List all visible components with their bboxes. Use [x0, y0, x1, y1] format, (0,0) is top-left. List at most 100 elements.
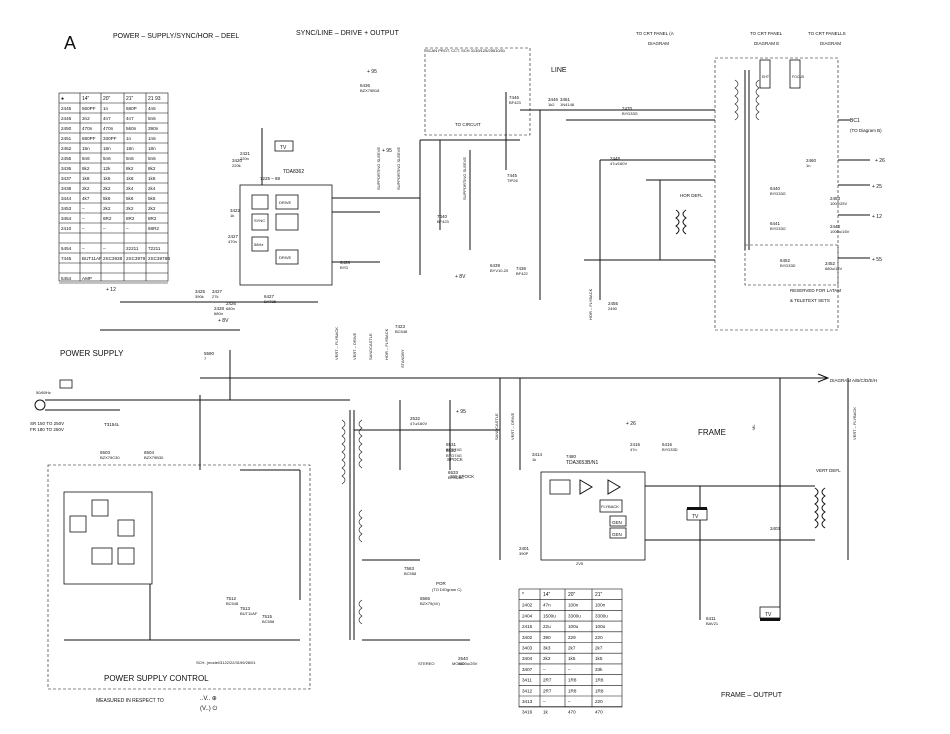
table-left-cell: 1n	[103, 106, 109, 111]
component-id: 7512	[226, 596, 237, 601]
component-value: BYD74G	[446, 447, 462, 452]
table-left-cell: 8R2	[126, 216, 135, 221]
table-left-cell: 2k2	[103, 206, 111, 211]
table-left-cell: 4n5	[148, 106, 156, 111]
component-value: 1500u/25V	[458, 661, 478, 666]
component-id: 7445	[507, 173, 518, 178]
table-left-cell: 7445	[61, 256, 72, 261]
component-value: BYD33D	[780, 263, 796, 268]
component-id: 3446	[548, 97, 559, 102]
table-right-cell: 2404	[522, 613, 533, 618]
component-value: BC548	[226, 601, 239, 606]
title-sync-line-drive: SYNC/LINE – DRIVE + OUTPUT	[296, 30, 400, 37]
title-line: LINE	[551, 67, 567, 74]
title-frame-output: FRAME – OUTPUT	[721, 692, 783, 699]
title-power-sync-hor: POWER – SUPPLY/SYNC/HOR – DEEL	[113, 33, 239, 40]
table-right-cell: 3411	[522, 678, 532, 683]
component-id: 6428	[340, 260, 351, 265]
table-right-cell: 3k3	[543, 646, 551, 651]
component-id: 2428	[214, 306, 225, 311]
component-value: 47u/160V	[610, 161, 627, 166]
table-right-cell: 100n	[595, 603, 606, 608]
title-power-supply: POWER SUPPLY	[60, 349, 124, 358]
hor-deflection-coil: HOR DEFL	[675, 193, 703, 235]
table-left-header: 20"	[103, 96, 111, 102]
table-left-cell: 2451	[61, 136, 72, 141]
component-id: 2448	[610, 156, 621, 161]
component-value: BYD	[340, 265, 348, 270]
table-left-cell: 2k4	[148, 186, 156, 191]
component-value: 390k	[195, 294, 204, 299]
table-left-cell: 2455	[61, 156, 72, 161]
rail-p8-left: + 8V	[218, 318, 229, 324]
sopsmain-transformer	[341, 410, 363, 640]
table-left-cell: 5n6	[126, 156, 134, 161]
table-left-cell: 12k	[103, 166, 111, 171]
component-id: 2452	[825, 261, 836, 266]
component-id: 6452	[780, 258, 791, 263]
vert-defl-label: VERT DEFL	[816, 468, 841, 473]
component-id: 2426	[226, 301, 237, 306]
component-value: 470n	[228, 239, 237, 244]
table-right-cell: 2k7	[595, 646, 603, 651]
label-bc1: BC1	[850, 118, 860, 124]
table-left-cell: 68R2	[148, 226, 159, 231]
table-right-header: 14"	[543, 592, 551, 598]
component-value: 1k2	[548, 102, 555, 107]
label-teletext: & TELETEXT SETS	[790, 298, 830, 303]
table-left-cell: 1k5	[103, 176, 111, 181]
table-left-cell: 18n	[148, 146, 156, 151]
component-id: 6441	[770, 221, 781, 226]
component-id: 7446	[509, 95, 520, 100]
scan-prot-block	[424, 47, 531, 136]
hor-defl-label: HOR DEFL	[680, 193, 703, 198]
component-value: BYD74G	[446, 453, 462, 458]
table-left-cell: 3454	[61, 216, 72, 221]
net-ml: ML	[751, 424, 756, 430]
table-right-cell: 22u	[543, 624, 551, 629]
table-left-cell: 2k2	[126, 206, 134, 211]
table-right-cell: 470	[568, 710, 576, 715]
component-id: 6504	[144, 450, 155, 455]
table-right-cell: –	[568, 699, 571, 704]
table-left-cell: 1k8	[126, 176, 134, 181]
component-id: 2443	[830, 224, 841, 229]
component-value: 1N4148	[560, 102, 575, 107]
component-value: BC548	[395, 329, 408, 334]
measured-symbols: ..V.. ⊕	[200, 696, 217, 702]
table-left-cell: 560n	[126, 126, 137, 131]
table-left-cell: 2446	[61, 116, 72, 121]
ic-gen-1: GEN	[612, 520, 622, 525]
component-value: BF423	[437, 219, 450, 224]
table-left-cell: 15n	[82, 146, 90, 151]
table-left-cell: 1n	[126, 136, 132, 141]
table-left-cell: 18n	[126, 146, 134, 151]
ic-tda8362-label: TDA8362	[283, 169, 304, 175]
table-right-cell: 3300u	[595, 613, 608, 618]
por-label: POR	[436, 581, 447, 586]
table-left-header: ●	[61, 96, 64, 102]
table-left-cell: 8R2	[103, 216, 112, 221]
table-right-cell: 100u	[595, 624, 606, 629]
net-sandcastle-2: SANDCASTLE	[494, 413, 499, 440]
table-right-cell: 1k	[543, 710, 549, 715]
component-id: 6411	[706, 616, 716, 621]
table-left-cell: –	[82, 216, 85, 221]
component-id: 2416	[630, 442, 641, 447]
ic-block-sync: SYNC	[254, 218, 265, 223]
ic-tda3653-sub: 7480	[566, 454, 577, 459]
table-right-cell: –	[543, 667, 546, 672]
component-value: BAT85	[264, 299, 277, 304]
component-value: 680n	[226, 306, 235, 311]
label-crt-panel-b: TO CRT PANEL	[750, 31, 783, 36]
component-id: 7436	[516, 266, 527, 271]
label-crt-panel-a: TO CRT PANEL (A	[636, 31, 674, 36]
component-id: 3422	[230, 208, 241, 213]
table-right-cell: 100n	[568, 603, 579, 608]
table-left-cell: –	[82, 246, 85, 251]
component-id: 3461	[560, 97, 571, 102]
table-left-cell: 1k8	[148, 176, 156, 181]
